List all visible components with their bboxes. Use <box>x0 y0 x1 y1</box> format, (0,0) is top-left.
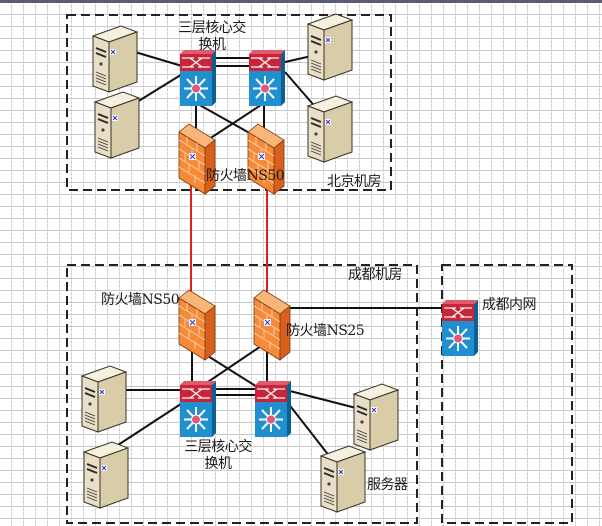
cd-server-2-icon[interactable] <box>83 441 129 509</box>
cd-firewall-ns50-icon[interactable] <box>178 289 216 361</box>
cd-firewall-ns50-label: 防火墙NS50 <box>101 292 180 308</box>
cd-core-switch-label-line1: 三层核心交 <box>184 439 252 455</box>
cd-core-switch-label-line2: 换机 <box>204 456 233 472</box>
cd-server-label: 服务器 <box>367 477 408 493</box>
cd-intranet-switch-icon[interactable] <box>441 299 479 357</box>
cd-firewall-ns25-label: 防火墙NS25 <box>286 323 365 339</box>
region-beijing-border <box>66 14 392 191</box>
cd-server-4-icon[interactable] <box>320 445 366 513</box>
cd-core-switch-1-icon[interactable] <box>179 380 217 438</box>
region-chengdu-intranet-border <box>441 264 573 524</box>
bj-server-2-icon[interactable] <box>94 91 140 159</box>
bj-core-switch-label-line1: 三层核心交 <box>178 20 246 36</box>
link-cd-sw2-srv4 <box>283 397 331 458</box>
link-bj-sw2-srv4 <box>284 71 319 111</box>
bj-server-3-icon[interactable] <box>307 13 353 81</box>
cd-server-3-icon[interactable] <box>353 383 399 451</box>
region-chengdu-border <box>66 264 418 524</box>
bj-firewall-label: 防火墙NS50 <box>206 168 285 184</box>
cd-core-switch-label: 三层核心交 换机 <box>178 439 258 473</box>
bj-core-switch-label-line2: 换机 <box>198 37 227 53</box>
bj-core-switch-label: 三层核心交 换机 <box>172 20 252 54</box>
region-beijing-label: 北京机房 <box>327 174 382 190</box>
bj-core-switch-1-icon[interactable] <box>179 49 217 107</box>
cd-firewall-ns25-icon[interactable] <box>253 289 291 361</box>
bj-core-switch-2-icon[interactable] <box>248 49 286 107</box>
link-bj-srv1-sw1 <box>134 51 183 67</box>
link-cd-sw2-srv3 <box>285 389 357 409</box>
cd-server-1-icon[interactable] <box>81 365 127 433</box>
window-top-border <box>0 0 602 3</box>
region-chengdu-label: 成都机房 <box>348 267 403 283</box>
cd-core-switch-2-icon[interactable] <box>254 380 292 438</box>
link-cd-srv2-sw1 <box>117 397 191 446</box>
bj-server-4-icon[interactable] <box>307 95 353 163</box>
region-chengdu-intranet-label: 成都内网 <box>482 297 537 313</box>
bj-server-1-icon[interactable] <box>92 25 138 93</box>
